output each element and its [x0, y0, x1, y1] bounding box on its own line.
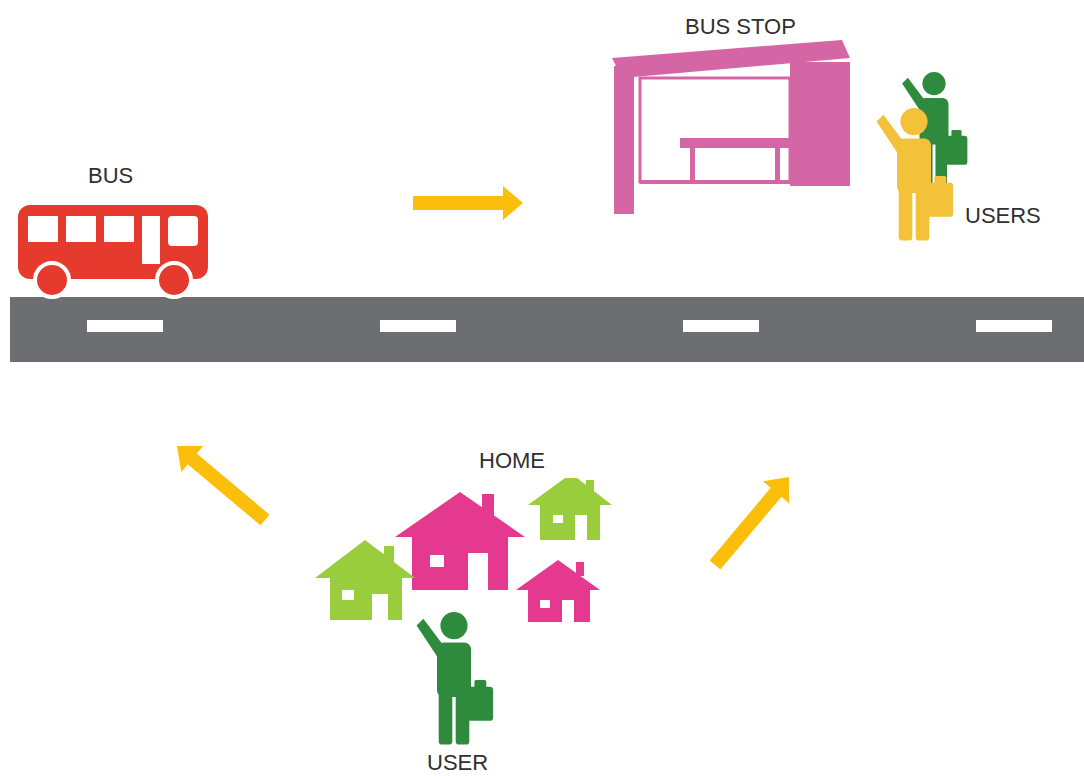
road	[10, 297, 1084, 362]
house-icon	[528, 478, 612, 540]
arrow	[166, 433, 276, 533]
arrow	[702, 466, 802, 576]
user-figure	[877, 108, 954, 241]
text-label: BUS	[88, 163, 133, 189]
text-label: USERS	[965, 203, 1041, 229]
lane-dash	[683, 320, 759, 332]
lane-dash	[87, 320, 163, 332]
road-surface	[10, 297, 1084, 362]
shelter-post	[614, 66, 634, 214]
houses	[315, 478, 612, 622]
bench-leg	[690, 148, 695, 182]
lane-dash	[380, 320, 456, 332]
shelter-panel	[790, 62, 850, 186]
user-figure	[417, 612, 494, 745]
shelter-glass	[640, 78, 790, 182]
bus-wheel	[157, 263, 191, 297]
lane-dash	[976, 320, 1052, 332]
text-label: BUS STOP	[685, 14, 796, 40]
bus-wheel	[35, 263, 69, 297]
bus-icon	[18, 205, 208, 297]
bus-windshield	[168, 216, 198, 246]
house-icon	[395, 492, 525, 590]
bus-window	[66, 216, 96, 242]
house-icon	[516, 560, 600, 622]
text-label: USER	[427, 750, 488, 776]
bus-window	[104, 216, 134, 242]
shelter-base	[640, 180, 850, 184]
house-icon	[315, 540, 415, 620]
shelter-bench	[680, 138, 792, 148]
bus-door	[142, 216, 160, 264]
bench-leg	[775, 148, 780, 182]
text-label: HOME	[479, 448, 545, 474]
bus-stop-icon	[612, 40, 850, 214]
arrow	[413, 186, 523, 220]
bus-window	[28, 216, 58, 242]
